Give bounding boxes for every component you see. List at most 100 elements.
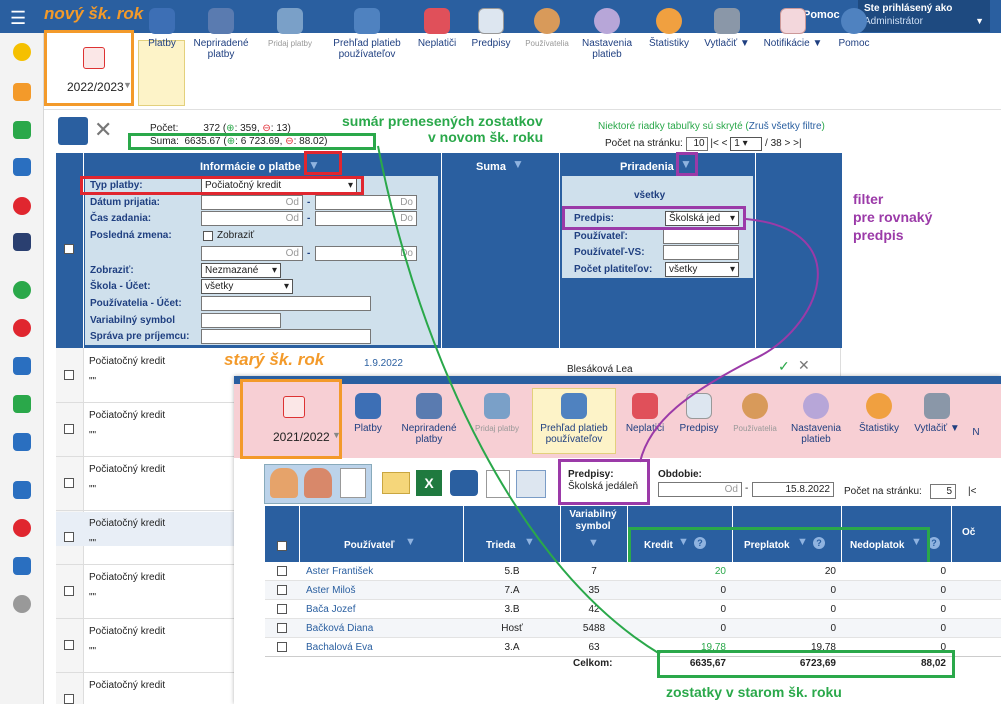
zobrazit-select[interactable]: Nezmazané▾ xyxy=(201,263,281,278)
gear-icon[interactable] xyxy=(13,595,31,613)
old-toolbar-nastavenia[interactable]: Nastavenia platieb xyxy=(786,393,846,445)
pen-icon[interactable] xyxy=(13,557,31,575)
obdobie-od[interactable]: Od xyxy=(658,482,742,497)
zobrazit-checkbox[interactable] xyxy=(203,231,213,241)
toolbar-nepriradene[interactable]: Nepriradené platby xyxy=(188,8,254,60)
filter-icon[interactable]: ▼ xyxy=(678,536,689,548)
pager-next[interactable]: > xyxy=(784,138,791,149)
toolbar-pridaj[interactable]: Pridaj platby xyxy=(258,8,322,49)
old-select-all-checkbox[interactable] xyxy=(277,541,287,551)
home-icon[interactable] xyxy=(13,121,31,139)
old-toolbar-nepriradene[interactable]: Nepriradené platby xyxy=(396,393,462,445)
book-icon[interactable] xyxy=(13,158,31,176)
row-checkbox[interactable] xyxy=(277,642,287,652)
star-icon[interactable] xyxy=(13,43,31,61)
user-link[interactable]: Bača Jozef xyxy=(306,604,356,615)
document-add-icon[interactable] xyxy=(486,470,510,498)
old-toolbar-prehlad[interactable]: Prehľad platieb používateľov xyxy=(534,393,614,445)
tools-icon[interactable]: ✕ xyxy=(94,117,113,142)
pocet-select[interactable]: všetky▾ xyxy=(665,262,739,277)
page-select[interactable]: 1 ▾ xyxy=(730,137,763,151)
pouzivatel-vs-input[interactable] xyxy=(663,245,739,260)
row-checkbox[interactable] xyxy=(277,623,287,633)
row-checkbox[interactable] xyxy=(277,566,287,576)
clear-filters-link[interactable]: Zruš všetky filtre xyxy=(748,121,822,132)
old-toolbar-pridaj[interactable]: Pridaj platby xyxy=(466,393,528,434)
pouzivatelia-ucet-input[interactable] xyxy=(201,296,371,311)
filter-icon[interactable]: ▼ xyxy=(524,536,535,548)
filter-icon[interactable]: ▼ xyxy=(911,536,922,548)
reader-icon[interactable] xyxy=(13,481,31,499)
old-toolbar-neplatici[interactable]: Neplatiči xyxy=(620,393,670,434)
filter-icon[interactable]: ▼ xyxy=(588,537,599,549)
select-all-checkbox[interactable] xyxy=(64,244,74,254)
filter-icon[interactable]: ▼ xyxy=(308,158,320,172)
pager-first[interactable]: |< xyxy=(710,138,719,149)
calendar-icon[interactable] xyxy=(13,233,31,251)
toolbar-predpisy[interactable]: Predpisy xyxy=(466,8,516,49)
row-checkbox[interactable] xyxy=(64,370,74,380)
check-icon[interactable]: ✓ xyxy=(778,358,790,374)
toolbar-platby[interactable]: Platby xyxy=(140,8,184,49)
zmena-do[interactable]: Do xyxy=(315,246,417,261)
skola-select[interactable]: všetky▾ xyxy=(201,279,293,294)
user-link[interactable]: Bachalová Eva xyxy=(306,642,373,653)
row-checkbox[interactable] xyxy=(64,640,74,650)
year-selector-new[interactable]: 2022/2023 ▼ xyxy=(44,30,134,106)
money-icon[interactable] xyxy=(13,319,31,337)
row-checkbox[interactable] xyxy=(64,532,74,542)
toolbar-neplatici[interactable]: Neplatiči xyxy=(412,8,462,49)
toolbar-pouzivatelia[interactable]: Používatelia xyxy=(520,8,574,49)
help-icon[interactable]: ? xyxy=(928,537,940,549)
bank-icon[interactable] xyxy=(450,470,478,496)
chat-icon[interactable] xyxy=(13,519,31,537)
row-checkbox[interactable] xyxy=(277,585,287,595)
help-icon[interactable]: ? xyxy=(813,537,825,549)
old-toolbar-platby[interactable]: Platby xyxy=(346,393,390,434)
filter-icon[interactable]: ▼ xyxy=(405,536,416,548)
help-link[interactable]: Pomoc xyxy=(803,9,840,21)
user-link[interactable]: Aster Miloš xyxy=(306,585,356,596)
user-icon[interactable] xyxy=(13,197,31,215)
old-toolbar-statistiky[interactable]: Štatistiky xyxy=(852,393,906,434)
check-icon[interactable] xyxy=(13,281,31,299)
toolbar-notifikacie[interactable]: Notifikácie ▼ xyxy=(758,8,828,49)
old-pager-first[interactable]: |< xyxy=(968,486,977,497)
toolbar-vytlacit[interactable]: Vytlačiť ▼ xyxy=(700,8,754,49)
old-toolbar-more[interactable]: N xyxy=(972,427,980,438)
sprava-input[interactable] xyxy=(201,329,371,344)
excel-icon[interactable]: X xyxy=(416,470,442,496)
table-icon[interactable] xyxy=(516,470,546,498)
filter-icon[interactable]: ▼ xyxy=(797,536,808,548)
row-checkbox[interactable] xyxy=(64,478,74,488)
datum-od[interactable]: Od xyxy=(201,195,303,210)
envelope-icon[interactable] xyxy=(382,472,410,494)
tools-icon[interactable]: ✕ xyxy=(798,357,810,373)
pager-prev[interactable]: < xyxy=(721,138,728,149)
zmena-od[interactable]: Od xyxy=(201,246,303,261)
obdobie-do[interactable]: 15.8.2022 xyxy=(752,482,834,497)
save-icon[interactable] xyxy=(58,117,88,145)
person-icon[interactable] xyxy=(270,468,298,498)
vs-input[interactable] xyxy=(201,313,281,328)
filter-icon[interactable]: ▼ xyxy=(512,157,524,171)
toolbar-nastavenia[interactable]: Nastavenia platieb xyxy=(578,8,636,60)
help-icon[interactable]: ? xyxy=(694,537,706,549)
toolbar-statistiky[interactable]: Štatistiky xyxy=(642,8,696,49)
old-per-page-input[interactable]: 5 xyxy=(930,484,956,499)
user-menu[interactable]: Ste prihlásený ako Administrátor ▼ xyxy=(858,0,990,32)
toolbar-pomoc[interactable]: Pomoc xyxy=(832,8,876,49)
predpis-select[interactable]: Školská jed▾ xyxy=(665,211,739,226)
row-checkbox[interactable] xyxy=(277,604,287,614)
pager-last[interactable]: >| xyxy=(793,138,802,149)
document-euro-icon[interactable] xyxy=(340,468,366,498)
chart-icon[interactable] xyxy=(13,433,31,451)
briefcase-icon[interactable] xyxy=(13,357,31,375)
cas-do[interactable]: Do xyxy=(315,211,417,226)
mail-icon[interactable] xyxy=(13,83,31,101)
year-selector-old[interactable]: 2021/2022 ▼ xyxy=(240,379,342,459)
filter-icon[interactable]: ▼ xyxy=(680,157,692,171)
old-toolbar-vytlacit[interactable]: Vytlačiť ▼ xyxy=(910,393,964,434)
shield-icon[interactable] xyxy=(13,395,31,413)
user-link[interactable]: Aster František xyxy=(306,566,374,577)
